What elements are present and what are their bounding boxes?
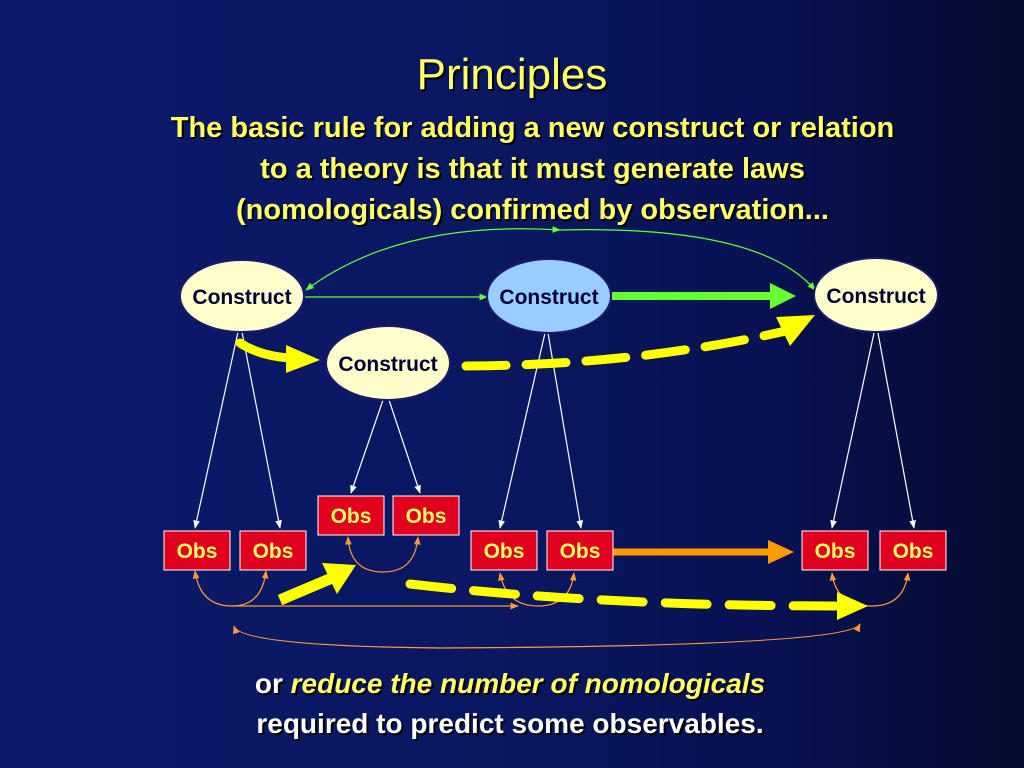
construct-middle: Construct xyxy=(486,258,612,334)
orange-block-arrow xyxy=(604,540,794,564)
construct-left: Construct xyxy=(179,259,305,333)
svg-text:Obs: Obs xyxy=(253,540,294,563)
yellow-arrow-lower xyxy=(277,563,356,606)
subtitle-line-1: The basic rule for adding a new construc… xyxy=(170,112,895,144)
obs-box-3: Obs xyxy=(317,495,385,536)
obs-box-6: Obs xyxy=(546,530,614,571)
footer-emphasis: reduce the number of nomologicals xyxy=(290,668,766,699)
svg-text:Construct: Construct xyxy=(338,353,437,376)
obs-box-7: Obs xyxy=(801,530,869,571)
yellow-arrow-new-construct xyxy=(235,338,320,373)
obs-link-curves xyxy=(192,536,911,649)
construct-right: Construct xyxy=(813,257,939,333)
obs-box-2: Obs xyxy=(239,530,307,571)
svg-text:Obs: Obs xyxy=(560,540,601,563)
svg-text:Obs: Obs xyxy=(893,540,934,563)
obs-box-4: Obs xyxy=(392,495,460,536)
footer-line-1: or reduce the number of nomologicals xyxy=(150,664,870,704)
svg-text:Construct: Construct xyxy=(192,286,291,309)
construct-new: Construct xyxy=(325,325,451,401)
subtitle-line-2: to a theory is that it must generate law… xyxy=(260,153,805,185)
yellow-dashed-arrow-lower xyxy=(405,579,868,620)
footer-prefix: or xyxy=(254,668,291,699)
slide-footer: or reduce the number of nomologicals req… xyxy=(150,664,870,744)
svg-text:Obs: Obs xyxy=(331,505,372,528)
svg-text:Obs: Obs xyxy=(484,540,525,563)
svg-text:Construct: Construct xyxy=(499,286,598,309)
svg-text:Obs: Obs xyxy=(406,505,447,528)
slide-title: Principles xyxy=(416,50,608,99)
slide-subtitle: The basic rule for adding a new construc… xyxy=(90,108,975,231)
footer-line-2: required to predict some observables. xyxy=(256,708,764,739)
svg-text:Obs: Obs xyxy=(815,540,856,563)
obs-box-1: Obs xyxy=(163,530,231,571)
obs-box-5: Obs xyxy=(470,530,538,571)
relation-arc-right xyxy=(559,229,816,291)
subtitle-line-3: (nomologicals) confirmed by observation.… xyxy=(236,194,829,226)
yellow-dashed-arrow-upper xyxy=(461,315,815,371)
green-block-arrow xyxy=(612,283,796,309)
svg-text:Construct: Construct xyxy=(826,285,925,308)
relation-arc-left xyxy=(305,226,561,291)
obs-box-8: Obs xyxy=(879,530,947,571)
svg-text:Obs: Obs xyxy=(177,540,218,563)
